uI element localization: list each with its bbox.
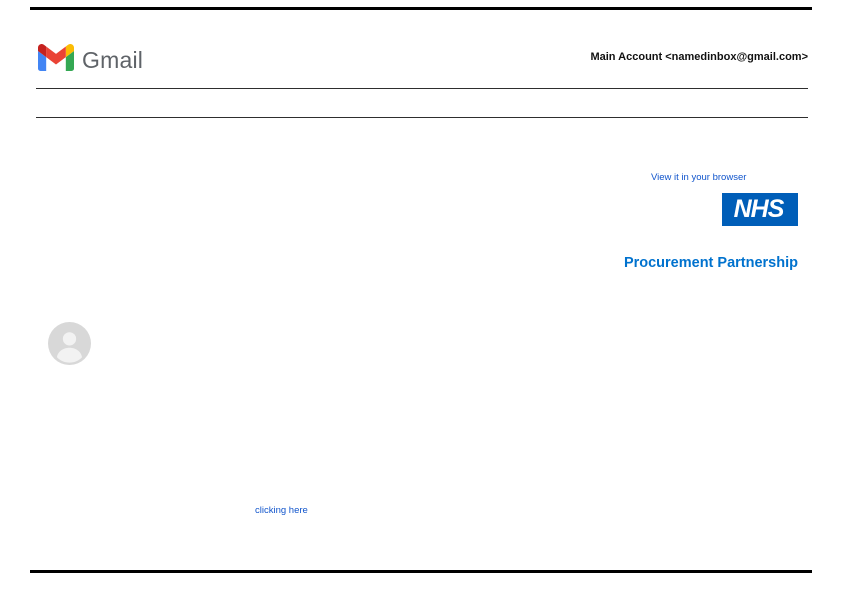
account-address: Main Account <namedinbox@gmail.com> (590, 51, 808, 63)
view-in-browser-link[interactable]: View it in your browser (651, 172, 747, 183)
gmail-logo: Gmail (38, 43, 144, 76)
gmail-wordmark: Gmail (82, 46, 144, 73)
clicking-here-link[interactable]: clicking here (255, 505, 308, 516)
nhs-logo[interactable]: NHS (722, 193, 798, 226)
org-title: Procurement Partnership (623, 255, 798, 271)
divider (36, 117, 808, 118)
divider (36, 88, 808, 89)
page-top-border (30, 7, 812, 10)
nhs-logo-text: NHS (733, 195, 785, 223)
person-icon (48, 322, 91, 369)
page-bottom-border (30, 570, 812, 573)
sender-avatar (48, 322, 91, 365)
gmail-m-icon (38, 43, 74, 76)
